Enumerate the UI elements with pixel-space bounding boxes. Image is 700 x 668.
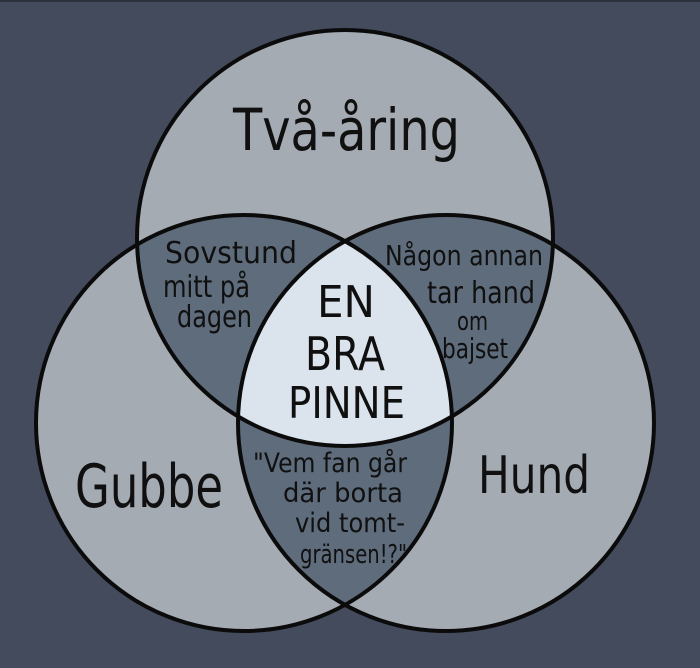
overlap-top-right-line: bajset [442,332,508,365]
center-line: EN [317,277,375,328]
overlap-left-right-line: gränsen!?" [300,540,407,570]
overlap-top-right-line: tar hand [427,276,535,311]
overlap-left-right-line: "Vem fan går [253,448,408,479]
overlap-center-text: EN BRA PINNE [288,277,405,429]
overlap-top-right-text: Någon annan tar hand om bajset [385,239,543,365]
overlap-top-right-line: Någon annan [385,239,543,272]
top-edge-band [0,0,700,2]
center-line: PINNE [288,378,405,429]
set-label-right: Hund [478,446,590,506]
overlap-top-left-text: Sovstund mitt på dagen [163,236,297,335]
overlap-left-right-line: där borta [283,478,403,509]
set-label-top: Två-åring [232,96,460,164]
overlap-top-left-line: dagen [177,300,252,335]
circle-top-outline [135,28,555,448]
center-line: BRA [305,327,385,381]
overlap-top-left-line: Sovstund [165,236,297,271]
overlap-left-right-text: "Vem fan går där borta vid tomt- gränsen… [253,448,408,570]
set-label-left: Gubbe [75,452,223,522]
overlap-top-left-line: mitt på [163,270,250,305]
circle-right-outline [236,213,656,633]
overlap-left-right-line: vid tomt- [295,508,405,539]
circle-left-outline [34,213,454,633]
overlap-top-right-line: om [457,307,488,337]
